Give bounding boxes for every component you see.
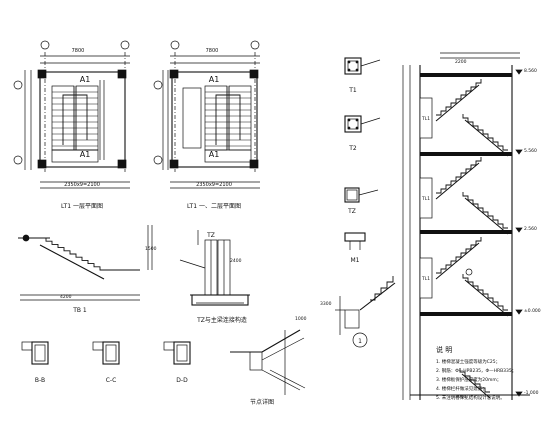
plan-1-dim-top: 7800 xyxy=(72,48,85,54)
column-beam-connection xyxy=(179,230,250,306)
drawing-line xyxy=(435,242,480,280)
stair-elevation xyxy=(402,52,530,400)
dim-text: 1500 xyxy=(145,246,157,252)
axis-bubble xyxy=(13,80,23,90)
beam-label-dd: D-D xyxy=(176,377,188,384)
t2-label: T2 xyxy=(348,145,357,152)
column-label: TZ xyxy=(206,232,215,239)
drawing-line xyxy=(464,119,509,157)
notes-item: 4. 楼梯栏杆做法见建施； xyxy=(436,385,487,392)
stair-flight xyxy=(462,274,508,311)
detail-1 xyxy=(335,276,396,348)
tl-label: TL1 xyxy=(421,196,430,202)
level-mark: -1.000 xyxy=(524,390,539,396)
tl-label: TL1 xyxy=(421,276,430,282)
axis-bubble xyxy=(153,80,163,90)
column-detail-caption: TZ与主梁连接构造 xyxy=(196,316,247,324)
dim-text: 4200 xyxy=(60,294,72,300)
drawing-line xyxy=(464,279,509,317)
plan-2-axis-bottom: A1 xyxy=(209,150,220,159)
level-mark: 2.560 xyxy=(524,226,537,232)
notes-item: 2. 钢筋：Φ—HPB235，Φ—HRB335； xyxy=(436,367,516,374)
tb1-section xyxy=(18,225,153,301)
m1-label: M1 xyxy=(351,257,360,264)
tz-label: TZ xyxy=(347,208,356,215)
stair-plan-2 xyxy=(153,40,260,189)
level-mark: 8.560 xyxy=(524,68,537,74)
plan-1-axis-bottom: A1 xyxy=(80,150,91,159)
level-mark: 5.560 xyxy=(524,148,537,154)
dim-text: 3300 xyxy=(320,301,332,307)
drawing-line xyxy=(435,162,480,200)
plan-2-caption: LT1 一、二层平面图 xyxy=(187,203,241,210)
circle-detail-label: 1 xyxy=(358,338,362,345)
dim-text: 2200 xyxy=(455,59,467,65)
notes-heading: 说 明 xyxy=(436,345,452,354)
plan-2-axis-top: A1 xyxy=(209,75,220,84)
drawing-line xyxy=(435,84,480,122)
drawing-line xyxy=(461,373,491,399)
dim-text: 3060 xyxy=(455,394,467,400)
axis-bubble xyxy=(170,40,180,50)
dim-text: 2400 xyxy=(230,258,242,264)
stair-flight xyxy=(436,237,482,274)
tb1-caption: TB 1 xyxy=(72,307,87,314)
stair-flight xyxy=(436,79,482,116)
axis-bubble xyxy=(13,155,23,165)
axis-bubble xyxy=(40,40,50,50)
stair-flight xyxy=(459,368,490,393)
dim-text: 1000 xyxy=(295,316,307,322)
notes-item: 5. 未注明者详见结构设计总说明。 xyxy=(436,394,505,401)
axis-bubble xyxy=(120,40,130,50)
beam-sections xyxy=(21,341,191,365)
plan-1-dim-bottom: 2350x9=2100 xyxy=(64,182,100,188)
t1-label: T1 xyxy=(348,87,357,94)
notes-item: 3. 楼梯板保护层厚度为20mm； xyxy=(436,376,501,383)
stair-node-detail xyxy=(230,329,306,395)
plan-2-dim-bottom: 2350x9=2100 xyxy=(196,182,232,188)
axis-bubble xyxy=(153,155,163,165)
beam-label-bb: B-B xyxy=(35,377,45,384)
stair-flight xyxy=(436,157,482,194)
notes-item: 1. 楼梯混凝土强度等级为C25； xyxy=(436,358,500,365)
drawing-line xyxy=(464,197,509,235)
tl-label: TL1 xyxy=(421,116,430,122)
plan-1-axis-top: A1 xyxy=(80,75,91,84)
axis-bubble xyxy=(250,40,260,50)
plan-1-caption: LT1 一层平面图 xyxy=(61,203,103,210)
stair-node-caption: 节点详图 xyxy=(250,398,274,406)
beam-label-cc: C-C xyxy=(106,377,117,384)
small-section-details xyxy=(344,57,381,250)
level-mark: ±0.000 xyxy=(524,308,541,314)
stair-flight xyxy=(462,192,508,229)
stair-flight xyxy=(462,114,508,151)
stair-plan-1 xyxy=(13,40,130,189)
plan-2-dim-top: 7800 xyxy=(206,48,219,54)
